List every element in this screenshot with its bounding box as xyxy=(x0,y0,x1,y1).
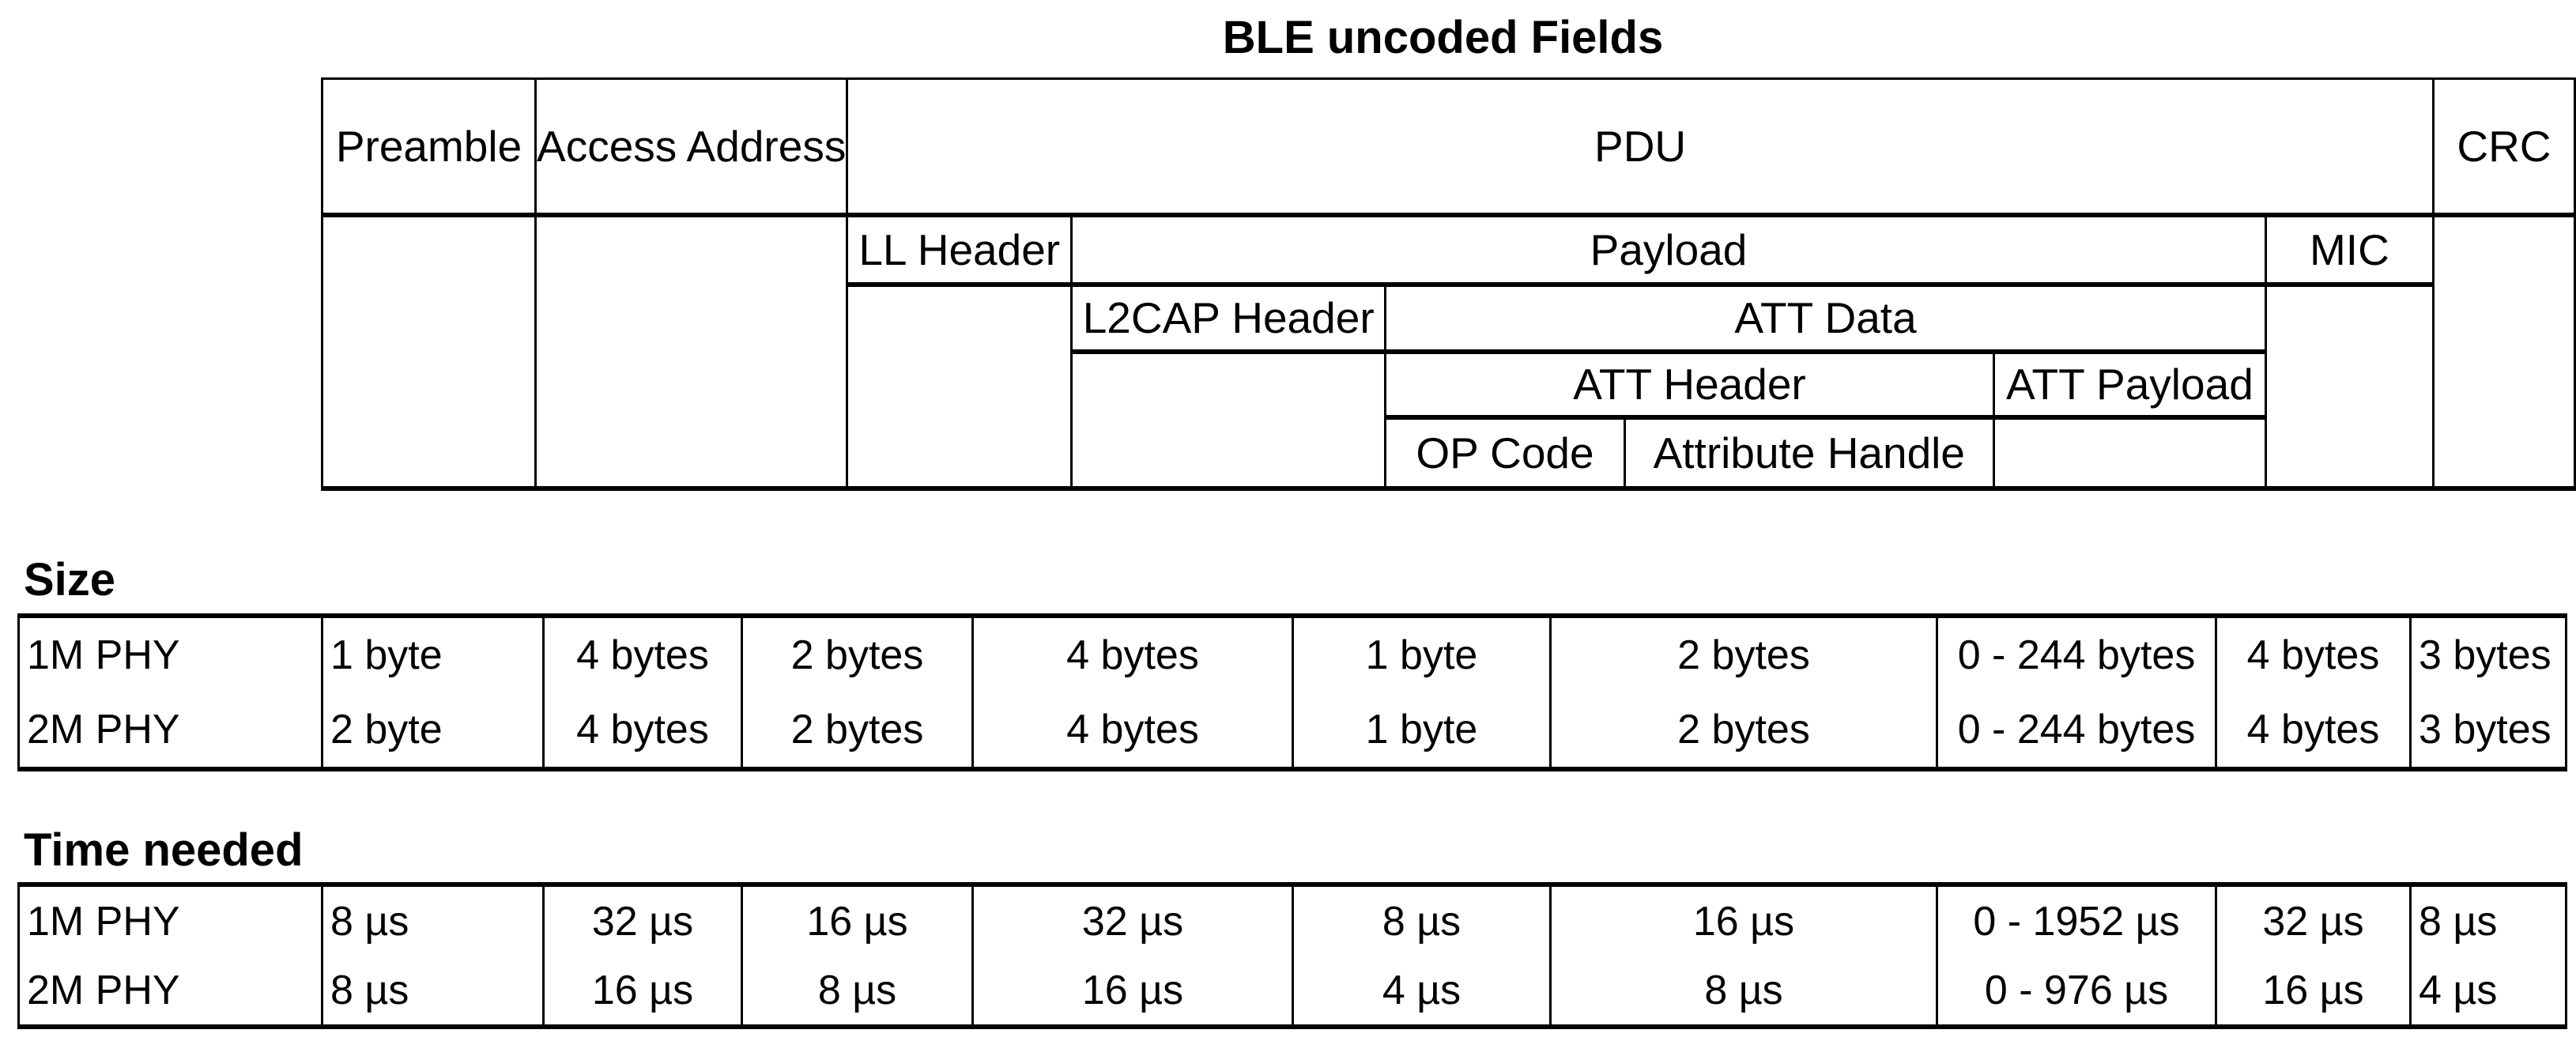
cell-empty-below-ll-header xyxy=(846,283,1073,489)
structure-row-5: OP Code Attribute Handle xyxy=(322,416,2575,489)
cell-preamble: Preamble xyxy=(320,77,537,217)
size-value-cell: 4 bytes xyxy=(542,692,743,769)
cell-access-address: Access Address xyxy=(534,77,849,217)
cell-attribute-handle: Attribute Handle xyxy=(1623,416,1995,489)
cell-mic: MIC xyxy=(2264,213,2435,287)
time-value-cell: 16 µs xyxy=(2215,956,2412,1027)
size-row-1m: 1M PHY 1 byte 4 bytes 2 bytes 4 bytes 1 … xyxy=(17,616,2567,692)
page-title: BLE uncoded Fields xyxy=(1222,12,1664,63)
time-value-cell: 8 µs xyxy=(741,956,974,1027)
time-value-cell: 8 µs xyxy=(1292,884,1552,956)
size-row-2m: 2M PHY 2 byte 4 bytes 2 bytes 4 bytes 1 … xyxy=(17,692,2567,769)
size-value-cell: 0 - 244 bytes xyxy=(1936,616,2217,692)
ble-structure-table: Preamble Access Address PDU CRC LL Heade… xyxy=(320,77,2576,491)
cell-empty-below-att-payload xyxy=(1992,416,2267,489)
structure-row-3: L2CAP Header ATT Data xyxy=(322,283,2575,489)
structure-row-1: Preamble Access Address PDU CRC xyxy=(320,77,2576,217)
size-value-cell: 1 byte xyxy=(1292,692,1552,769)
cell-empty-below-access-address xyxy=(534,213,849,489)
time-value-cell: 16 µs xyxy=(1549,884,1938,956)
time-needed-table: 1M PHY 8 µs 32 µs 16 µs 32 µs 8 µs 16 µs… xyxy=(17,882,2567,1029)
cell-payload: Payload xyxy=(1070,213,2267,287)
time-value-cell: 16 µs xyxy=(542,956,743,1027)
size-value-cell: 1 byte xyxy=(321,616,545,692)
time-value-cell: 4 µs xyxy=(1292,956,1552,1027)
cell-pdu: PDU xyxy=(846,77,2435,217)
cell-ll-header: LL Header xyxy=(846,213,1073,287)
cell-att-payload: ATT Payload xyxy=(1992,350,2267,420)
time-value-cell: 4 µs xyxy=(2409,956,2567,1027)
size-value-cell: 1 byte xyxy=(1292,616,1552,692)
cell-l2cap-header: L2CAP Header xyxy=(1070,283,1387,354)
time-row-2m: 2M PHY 8 µs 16 µs 8 µs 16 µs 4 µs 8 µs 0… xyxy=(17,956,2567,1027)
size-value-cell: 3 bytes xyxy=(2409,616,2567,692)
size-table: 1M PHY 1 byte 4 bytes 2 bytes 4 bytes 1 … xyxy=(17,613,2567,771)
time-value-cell: 32 µs xyxy=(2215,884,2412,956)
size-value-cell: 4 bytes xyxy=(2215,616,2412,692)
time-row-1m: 1M PHY 8 µs 32 µs 16 µs 32 µs 8 µs 16 µs… xyxy=(17,884,2567,956)
cell-empty-below-crc xyxy=(2431,213,2576,489)
size-value-cell: 4 bytes xyxy=(971,616,1294,692)
phy-label-cell: 1M PHY xyxy=(17,616,323,692)
structure-row-2: LL Header Payload MIC xyxy=(320,213,2576,489)
structure-row-4: ATT Header ATT Payload xyxy=(322,350,2575,489)
size-value-cell: 0 - 244 bytes xyxy=(1936,692,2217,769)
size-value-cell: 2 bytes xyxy=(741,692,974,769)
size-value-cell: 2 bytes xyxy=(1549,616,1938,692)
size-value-cell: 3 bytes xyxy=(2409,692,2567,769)
phy-label-cell: 2M PHY xyxy=(17,692,323,769)
phy-label-cell: 1M PHY xyxy=(17,884,323,956)
time-section-label: Time needed xyxy=(24,824,304,876)
time-value-cell: 16 µs xyxy=(971,956,1294,1027)
time-value-cell: 8 µs xyxy=(1549,956,1938,1027)
time-value-cell: 0 - 1952 µs xyxy=(1936,884,2217,956)
size-section-label: Size xyxy=(24,554,116,605)
time-value-cell: 32 µs xyxy=(542,884,743,956)
cell-empty-below-preamble xyxy=(320,213,537,489)
size-value-cell: 4 bytes xyxy=(2215,692,2412,769)
time-value-cell: 8 µs xyxy=(321,884,545,956)
time-value-cell: 16 µs xyxy=(741,884,974,956)
time-value-cell: 32 µs xyxy=(971,884,1294,956)
time-value-cell: 8 µs xyxy=(2409,884,2567,956)
time-value-cell: 8 µs xyxy=(321,956,545,1027)
size-value-cell: 2 bytes xyxy=(741,616,974,692)
cell-op-code: OP Code xyxy=(1384,416,1626,489)
cell-crc: CRC xyxy=(2431,77,2576,217)
cell-att-data: ATT Data xyxy=(1384,283,2267,354)
size-value-cell: 2 bytes xyxy=(1549,692,1938,769)
phy-label-cell: 2M PHY xyxy=(17,956,323,1027)
time-value-cell: 0 - 976 µs xyxy=(1936,956,2217,1027)
size-value-cell: 4 bytes xyxy=(971,692,1294,769)
cell-empty-below-l2cap-header xyxy=(1070,350,1387,489)
cell-empty-below-mic xyxy=(2264,283,2435,489)
size-value-cell: 2 byte xyxy=(321,692,545,769)
size-value-cell: 4 bytes xyxy=(542,616,743,692)
cell-att-header: ATT Header xyxy=(1384,350,1995,420)
